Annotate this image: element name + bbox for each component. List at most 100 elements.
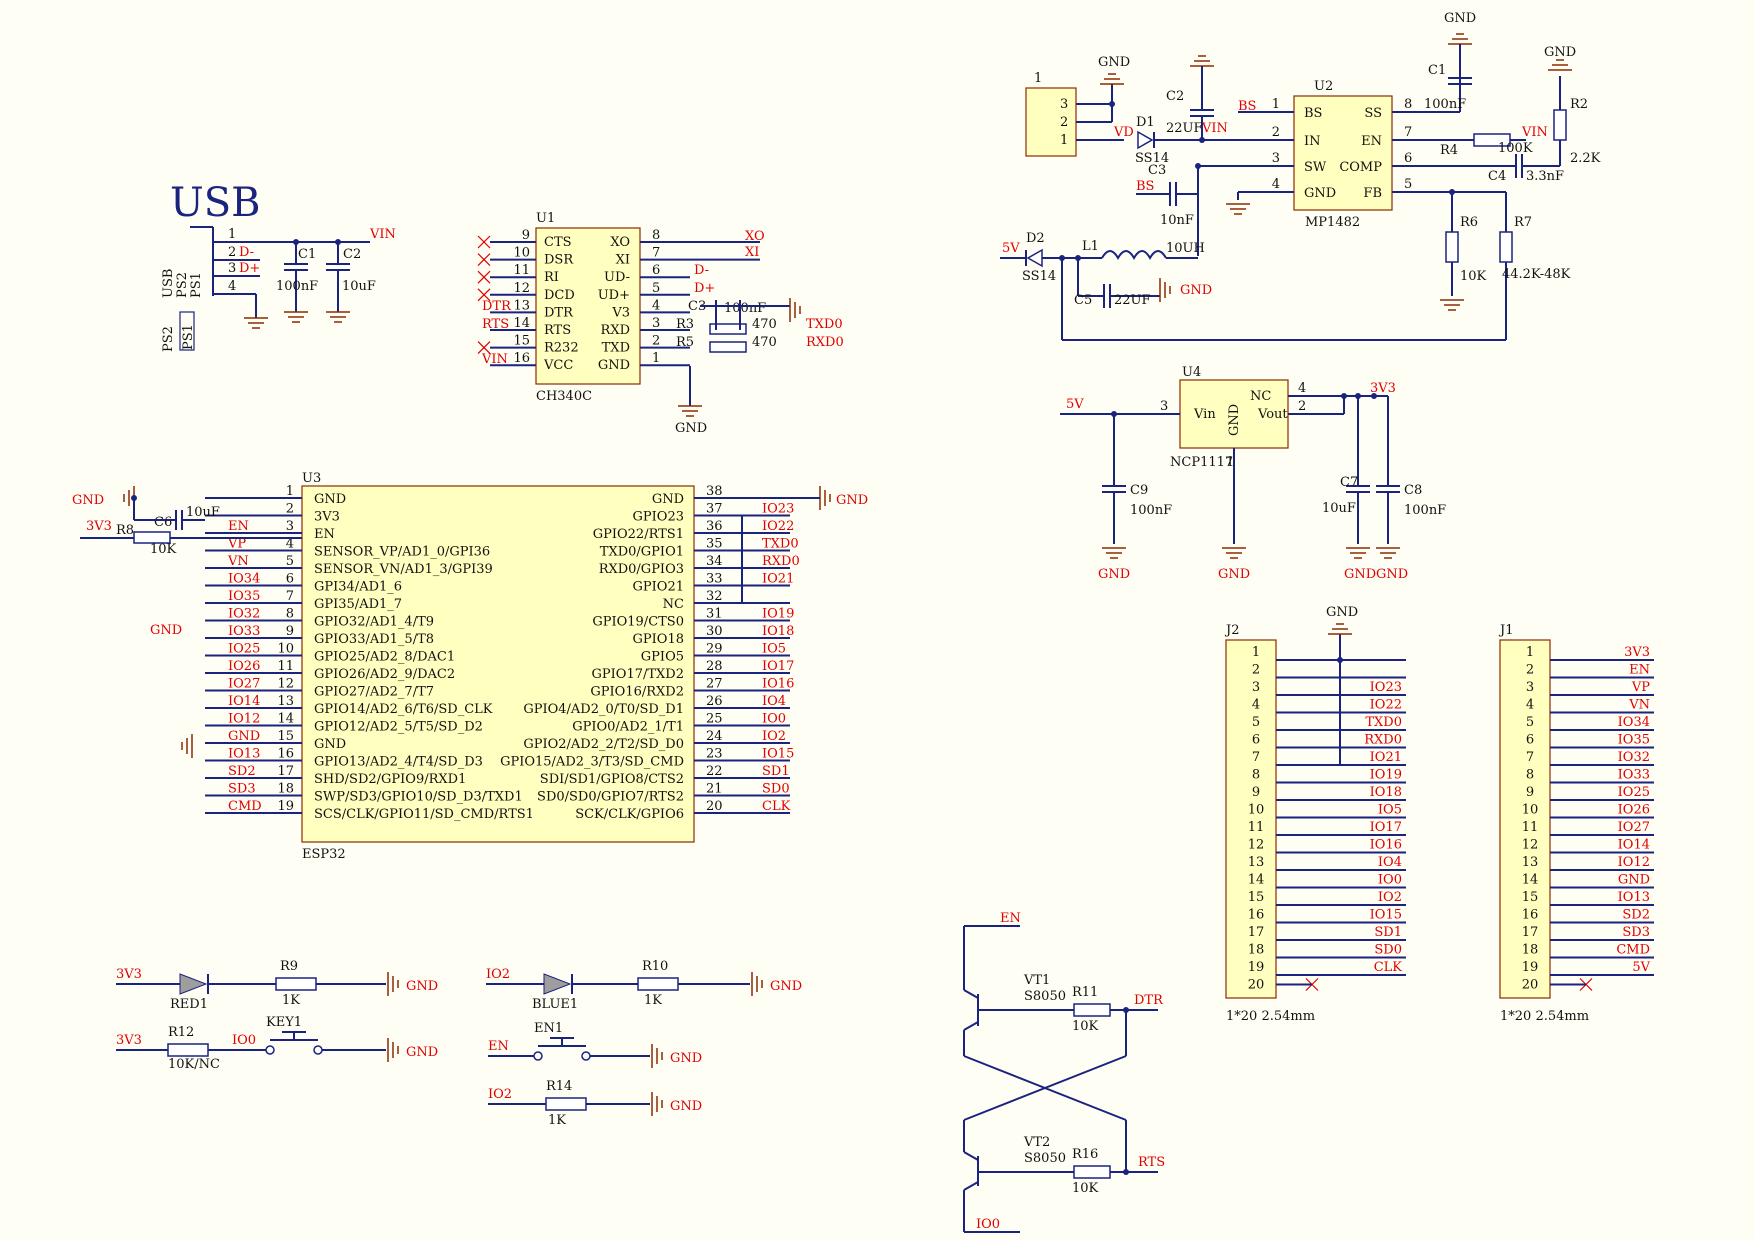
ncp-pin4: 4 — [1298, 381, 1306, 396]
j2-pin-4: 4 — [1252, 698, 1260, 713]
j1-pin-8: 8 — [1526, 768, 1534, 783]
j1-pin-6: 6 — [1526, 733, 1534, 748]
esp32-pinname-23: GPIO15/AD2_3/T3/SD_CMD — [500, 755, 684, 770]
j1-net-7: IO32 — [1618, 750, 1650, 765]
esp32-pinname-2: 3V3 — [314, 510, 340, 525]
mp-d2-value: SS14 — [1022, 269, 1056, 284]
ch340-pin-4: 4 — [652, 298, 660, 313]
esp32-pin-17: 17 — [277, 764, 294, 779]
esp32-net-15: GND — [228, 729, 260, 744]
esp32-pinname-36: GPIO22/RTS1 — [593, 527, 684, 542]
led-net-3v3-b: 3V3 — [116, 1033, 142, 1048]
esp32-r8-value: 10K — [150, 542, 177, 557]
j2-pin-15: 15 — [1248, 890, 1265, 905]
ch340-net-dtr: DTR — [482, 299, 512, 314]
mp-c4-value: 3.3nF — [1526, 169, 1564, 184]
mp-c3-ref: C3 — [1148, 163, 1166, 178]
esp32-pin-24: 24 — [706, 729, 723, 744]
ar-net-en: EN — [1000, 911, 1021, 926]
mp-pin-6: 6 — [1404, 151, 1412, 166]
esp32-block: U3 1GND23V33ENEN4SENSOR_VP/AD1_0/GPI36VP… — [72, 471, 868, 862]
ch340-net-dp: D+ — [694, 281, 715, 296]
esp32-pinname-20: SCK/CLK/GPIO6 — [575, 807, 684, 822]
ch340-pin-14: 14 — [513, 316, 530, 331]
esp32-net-14: IO12 — [228, 712, 260, 727]
ar-net-io0: IO0 — [976, 1217, 1000, 1232]
mp-r7-value: 44.2K-48K — [1502, 267, 1571, 282]
esp32-pinname-30: GPIO18 — [633, 632, 684, 647]
ncp-gnd-pin: GND — [1227, 404, 1242, 436]
j1-pin-18: 18 — [1522, 943, 1539, 958]
esp32-net-6: IO34 — [228, 572, 260, 587]
ch340-c3-ref: C3 — [688, 299, 706, 314]
mp-pinname-sw: SW — [1304, 160, 1327, 175]
esp32-r8-ref: R8 — [116, 523, 134, 538]
mp-pinname-in: IN — [1304, 134, 1321, 149]
j1-pin-2: 2 — [1526, 663, 1534, 678]
ch340-pinname-gnd: GND — [598, 358, 630, 373]
ch340-pinname-dsr: DSR — [544, 253, 574, 268]
esp32-net-12: IO27 — [228, 677, 260, 692]
ch340-pinname-ri: RI — [544, 270, 559, 285]
esp32-net-5: VN — [227, 554, 249, 569]
esp32-pin-15: 15 — [277, 729, 294, 744]
esp32-ref: U3 — [302, 471, 321, 486]
usb-pin2: 2 — [228, 245, 236, 260]
j1-body — [1499, 639, 1551, 999]
esp32-c6-ref: C6 — [154, 515, 172, 530]
esp32-net-8: IO32 — [228, 607, 260, 622]
mp-c5-ref: C5 — [1074, 293, 1092, 308]
ch340-pinname-txd: TXD — [602, 341, 630, 356]
led-r12-ref: R12 — [168, 1025, 194, 1040]
j2-net-5: TXD0 — [1365, 715, 1402, 730]
ncp-c8-ref: C8 — [1404, 483, 1422, 498]
mp-pinname-bs: BS — [1304, 106, 1322, 121]
j2-gnd: GND — [1326, 605, 1358, 620]
mp1482-chip — [1293, 95, 1393, 211]
esp32-pinname-16: GPIO13/AD2_4/T4/SD_D3 — [314, 755, 483, 770]
led-r9-value: 1K — [282, 993, 300, 1008]
ch340-pinname-rxd: RXD — [601, 323, 630, 338]
j1-net-16: SD2 — [1622, 908, 1650, 923]
j2-net-6: RXD0 — [1364, 733, 1402, 748]
esp32-pin-27: 27 — [706, 677, 723, 692]
esp32-pinname-7: GPI35/AD1_7 — [314, 597, 402, 612]
j1-ref: J1 — [1498, 623, 1513, 638]
ch340-pin-10: 10 — [513, 246, 530, 261]
j1-net-11: IO27 — [1618, 820, 1650, 835]
led-red-ref: RED1 — [170, 997, 208, 1012]
mp1482-ref: U2 — [1314, 79, 1333, 94]
esp32-pin-34: 34 — [706, 554, 723, 569]
led-r14-ref: R14 — [546, 1079, 572, 1094]
esp32-pin-21: 21 — [706, 782, 723, 797]
esp32-pinname-12: GPIO27/AD2_7/T7 — [314, 685, 434, 700]
esp32-pinname-31: GPIO19/CTS0 — [592, 615, 684, 630]
j1-net-9: IO25 — [1618, 785, 1650, 800]
esp32-part: ESP32 — [302, 847, 346, 862]
ch340-pinname-cts: CTS — [544, 235, 572, 250]
j2-net-11: IO17 — [1370, 820, 1402, 835]
usb-title: USB — [170, 180, 261, 226]
mp-r2-ref: R2 — [1570, 97, 1588, 112]
ar-vt1-ref: VT1 — [1023, 973, 1050, 988]
led-net-en: EN — [488, 1039, 509, 1054]
j1-net-15: IO13 — [1618, 890, 1650, 905]
led-r10-ref: R10 — [642, 959, 668, 974]
ar-r16-ref: R16 — [1072, 1147, 1098, 1162]
j1-pin-17: 17 — [1522, 925, 1539, 940]
j1-pin-14: 14 — [1522, 873, 1539, 888]
esp32-pinname-18: SWP/SD3/GPIO10/SD_D3/TXD1 — [314, 790, 523, 805]
esp32-pin-20: 20 — [706, 799, 723, 814]
j2-pin-12: 12 — [1248, 838, 1265, 853]
j2-net-9: IO18 — [1370, 785, 1402, 800]
esp32-pin-14: 14 — [277, 712, 294, 727]
led-button-block: 3V3 GND RED1 R9 1K 3V3 R12 10K/NC IO0 KE… — [116, 959, 802, 1128]
ncp-net-5v: 5V — [1066, 397, 1084, 412]
esp32-pin-5: 5 — [286, 554, 294, 569]
j2-net-4: IO22 — [1370, 698, 1402, 713]
esp32-pin-29: 29 — [706, 642, 723, 657]
ch340-pin-3: 3 — [652, 316, 660, 331]
j1-net-8: IO33 — [1618, 768, 1650, 783]
led-blue-ref: BLUE1 — [532, 997, 578, 1012]
esp32-pinname-5: SENSOR_VN/AD1_3/GPI39 — [314, 562, 493, 577]
